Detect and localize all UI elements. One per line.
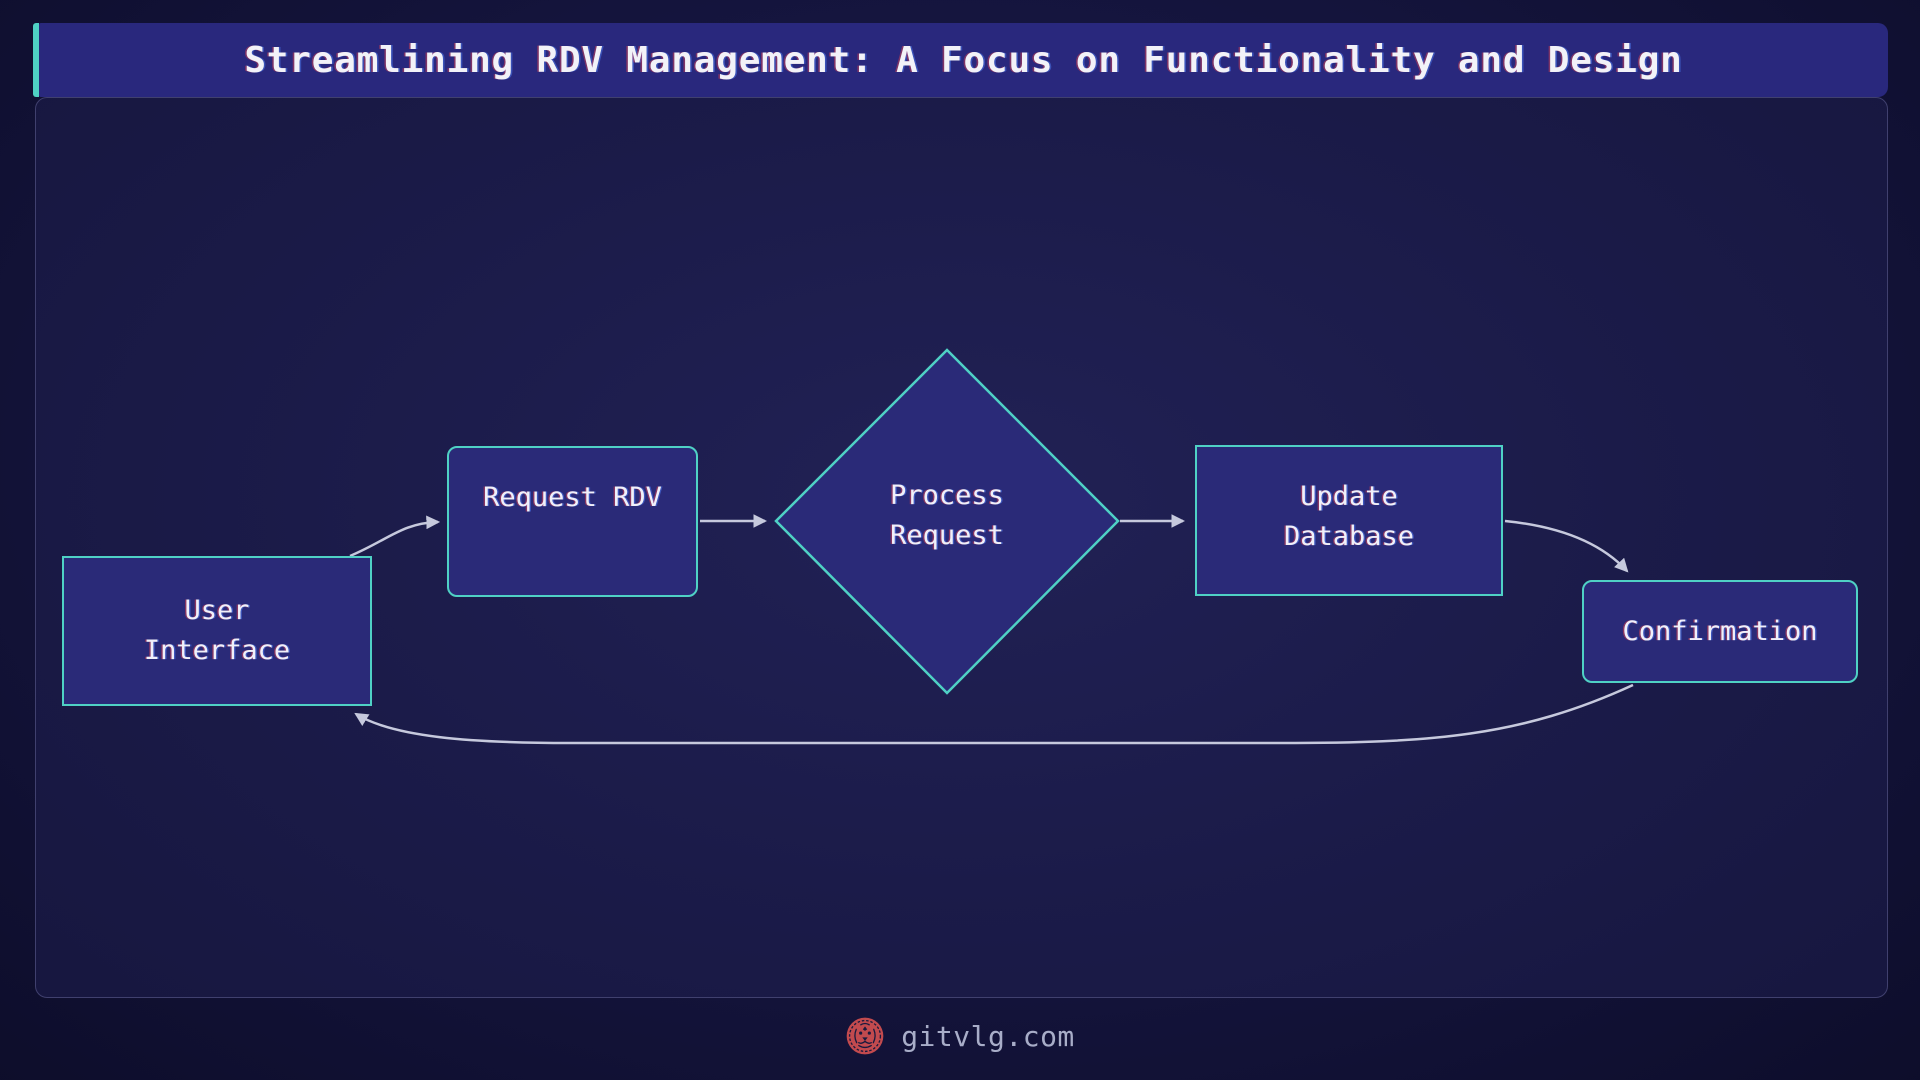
lion-logo-icon bbox=[846, 1017, 884, 1055]
node-confirmation: Confirmation bbox=[1582, 580, 1858, 683]
title-accent-bar bbox=[33, 23, 39, 97]
site-link[interactable]: gitvlg.com bbox=[901, 1019, 1075, 1053]
node-user-interface: User Interface bbox=[62, 556, 372, 706]
footer: gitvlg.com bbox=[0, 1008, 1920, 1064]
title-bar: Streamlining RDV Management: A Focus on … bbox=[39, 23, 1888, 97]
node-process-request-label: Process Request bbox=[807, 476, 1087, 556]
node-label: Database bbox=[1283, 520, 1415, 552]
page-title: Streamlining RDV Management: A Focus on … bbox=[244, 39, 1683, 81]
node-label: Interface bbox=[143, 635, 291, 666]
node-request-rdv: Request RDV bbox=[447, 446, 698, 597]
node-label: Process bbox=[890, 480, 1004, 511]
node-update-database: Update Database bbox=[1195, 445, 1503, 596]
node-label: Request bbox=[890, 520, 1004, 551]
node-label: User bbox=[184, 595, 250, 626]
node-label: Confirmation bbox=[1622, 615, 1818, 647]
node-label: Update bbox=[1300, 480, 1398, 512]
node-label: Request RDV bbox=[483, 482, 662, 513]
